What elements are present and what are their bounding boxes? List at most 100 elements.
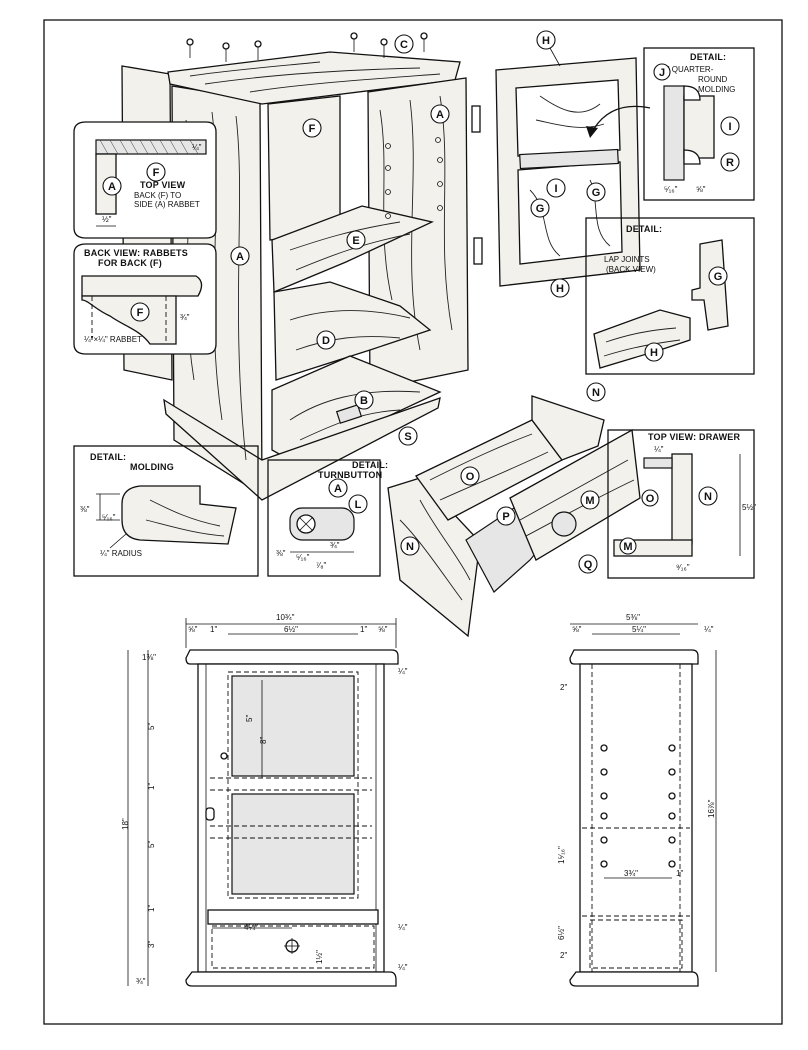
dimension-label: 8" <box>259 737 268 744</box>
dimension-label: 5¼" <box>632 625 646 634</box>
dimension-label: 6½" <box>557 926 566 940</box>
dimension-label: (BACK VIEW) <box>606 265 656 274</box>
dimension-label: ¼" RADIUS <box>100 549 142 558</box>
dimension-label: BACK VIEW: RABBETS <box>84 248 188 258</box>
dimension-label: E <box>352 235 359 247</box>
dimension-label: G <box>536 203 545 215</box>
dimension-label: ⅝" <box>378 625 388 634</box>
dimension-label: TURNBUTTON <box>318 470 382 480</box>
dimension-label: F <box>309 123 316 135</box>
shelf-pin-holes-side <box>600 744 676 868</box>
dimension-label: H <box>650 347 658 359</box>
dimension-label: ¼" <box>398 923 408 932</box>
dimension-label: ⁹⁄₁₆" <box>676 563 690 572</box>
dimension-label: F <box>153 167 160 179</box>
dimension-label: ½" <box>102 215 112 224</box>
dimension-label: 5⅜" <box>626 613 640 622</box>
dimension-label: DETAIL: <box>352 460 388 470</box>
screw-group <box>186 32 428 62</box>
dimension-label: ¼"×¼" RABBET <box>84 335 142 344</box>
dimension-label: A <box>236 251 244 263</box>
dimension-label: ¼" <box>654 445 664 454</box>
dimension-label: ¼" QUARTER- <box>660 65 714 74</box>
dimension-label: ⅝" <box>572 625 582 634</box>
page-border <box>43 19 783 1025</box>
detail-drawer-top-view: TOP VIEW: DRAWER N O M 5½" ¼" ⁹⁄₁₆" <box>607 429 756 579</box>
dimension-label: 3" <box>147 941 156 948</box>
dimension-label: ⅝" <box>696 185 706 194</box>
dimension-label: 5" <box>147 723 156 730</box>
detail-top-view: A F TOP VIEW BACK (F) TO SIDE (A) RABBET… <box>73 121 217 239</box>
dimension-label: D <box>322 335 330 347</box>
dimension-label: ⅜" <box>276 549 286 558</box>
dimension-label: ¾" <box>180 313 190 322</box>
dimension-label: 5" <box>147 841 156 848</box>
dimension-label: 6½" <box>284 625 298 634</box>
dimension-label: I <box>554 183 557 195</box>
detail-lap-joints: DETAIL: LAP JOINTS (BACK VIEW) G H <box>585 217 755 375</box>
dimension-label: O <box>466 471 475 483</box>
dimension-label: C <box>400 39 408 51</box>
dimension-label: 1" <box>147 783 156 790</box>
dimension-label: ⁵⁄₁₆" <box>664 185 678 194</box>
shelf-pin-holes <box>385 137 443 219</box>
front-elevation: 10¾" 6½" ⅝" 1" 1" ⅝" 18" 1⅜" 5" 1" 5" 1"… <box>121 613 408 987</box>
dimension-label: ¾" <box>136 977 146 986</box>
dimension-label: N <box>592 387 600 399</box>
dimension-label: F <box>137 307 144 319</box>
dimension-label: H <box>542 35 550 47</box>
dimension-label: A <box>334 483 342 495</box>
dimension-label: ROUND <box>698 75 728 84</box>
dimension-label: 3¾" <box>624 869 638 878</box>
dimension-label: ¾" <box>330 541 340 550</box>
dimension-label: 10¾" <box>276 613 295 622</box>
part-callouts-main: C F A A E D B S <box>230 34 450 446</box>
dimension-label: R <box>726 157 734 169</box>
dimension-label: 4¼" <box>244 923 258 932</box>
dimension-label: 16⅞" <box>707 799 716 818</box>
dimension-label: 1" <box>147 905 156 912</box>
dimension-label: P <box>502 511 509 523</box>
dimension-label: 1½" <box>315 950 324 964</box>
detail-quarter-round: DETAIL: ¼" QUARTER- ROUND MOLDING J I R … <box>643 47 755 201</box>
dimension-label: DETAIL: <box>626 224 662 234</box>
dimension-label: 1⅜" <box>142 653 156 662</box>
dimension-label: G <box>714 271 723 283</box>
dimension-label: ⁵⁄₁₆" <box>296 553 310 562</box>
dimension-label: FOR BACK (F) <box>98 258 162 268</box>
dimension-label: A <box>108 181 116 193</box>
dimension-label: DETAIL: <box>690 52 726 62</box>
dimension-label: L <box>355 499 362 511</box>
dimension-label: ⁷⁄₈" <box>316 561 327 570</box>
dimension-label: 5" <box>245 715 254 722</box>
dimension-label: A <box>436 109 444 121</box>
dimension-label: G <box>592 187 601 199</box>
dimension-label: ⁵⁄₁₆" <box>102 513 116 522</box>
dimension-label: ¼" <box>398 963 408 972</box>
dimension-label: I <box>728 121 731 133</box>
detail-back-view: BACK VIEW: RABBETS FOR BACK (F) F ¼"×¼" … <box>73 243 217 355</box>
dimension-label: ⅝" <box>188 625 198 634</box>
dimension-label: BACK (F) TO <box>134 191 181 200</box>
dimension-label: M <box>623 541 632 553</box>
dimension-label: N <box>406 541 414 553</box>
dimension-label: O <box>646 493 655 505</box>
dimension-label: N <box>704 491 712 503</box>
dimension-label: S <box>404 431 411 443</box>
dimension-label: MOLDING <box>130 462 174 472</box>
dimension-label: TOP VIEW <box>140 180 186 190</box>
dimension-label: MOLDING <box>698 85 735 94</box>
detail-molding: DETAIL: MOLDING ⅜" ⁵⁄₁₆" ¼" RADIUS <box>73 445 259 577</box>
drawer-exploded-view: N O M P N Q <box>387 382 641 638</box>
dimension-label: ¼" <box>704 625 714 634</box>
dimension-label: B <box>360 395 368 407</box>
dimension-label: 1" <box>676 869 683 878</box>
dimension-label: SIDE (A) RABBET <box>134 200 200 209</box>
dimension-label: 1" <box>360 625 367 634</box>
dimension-label: 5½" <box>742 503 756 512</box>
dimension-label: DETAIL: <box>90 452 126 462</box>
dimension-label: Q <box>584 559 593 571</box>
dimension-label: 2" <box>560 951 567 960</box>
dimension-label: 1⁵⁄₁₆" <box>557 846 566 864</box>
